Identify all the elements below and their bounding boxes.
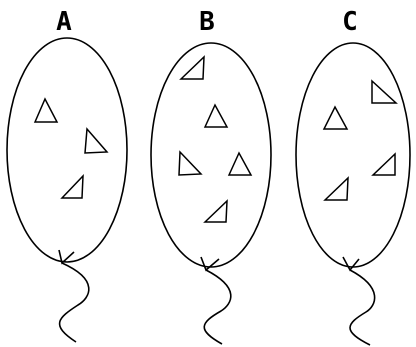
balloon-a-triangle-2 xyxy=(84,127,109,154)
balloon-c-string xyxy=(349,269,376,346)
balloon-b-triangle-4 xyxy=(227,151,253,176)
balloon-c-triangle-1 xyxy=(371,79,398,104)
balloon-a: A xyxy=(6,7,128,343)
balloon-c: C xyxy=(295,7,411,346)
balloon-c-knot xyxy=(342,256,360,272)
balloon-a-triangle-3 xyxy=(60,174,84,199)
balloon-c-label: C xyxy=(342,7,358,37)
balloon-c-triangle-3 xyxy=(371,152,396,176)
balloon-b-triangle-3 xyxy=(178,150,203,176)
balloon-b-triangle-5 xyxy=(203,199,228,223)
balloon-b-triangle-2 xyxy=(203,103,229,128)
balloon-a-string xyxy=(58,262,90,343)
balloon-a-label: A xyxy=(56,7,72,37)
balloon-b-knot xyxy=(200,256,220,272)
balloon-a-triangle-1 xyxy=(33,97,59,123)
balloon-c-triangle-2 xyxy=(322,105,349,130)
balloon-b: B xyxy=(150,7,272,345)
balloon-a-outline xyxy=(6,37,128,263)
balloon-c-triangle-4 xyxy=(323,176,349,201)
balloon-b-label: B xyxy=(199,7,215,37)
balloon-b-string xyxy=(203,269,232,345)
balloon-b-outline xyxy=(150,42,272,268)
balloon-b-triangle-1 xyxy=(179,55,205,80)
